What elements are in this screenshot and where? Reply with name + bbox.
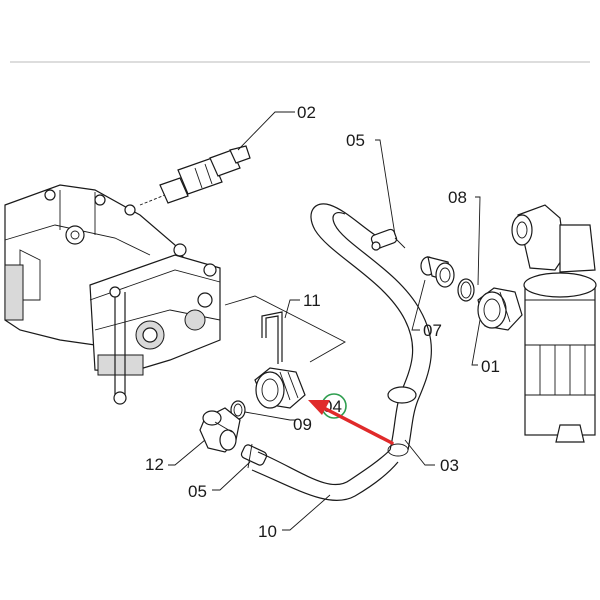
part-07-barbed-fitting xyxy=(420,256,455,288)
filter-housing xyxy=(511,204,597,443)
label-09: 09 xyxy=(293,415,312,434)
label-03: 03 xyxy=(440,456,459,475)
leader-lines xyxy=(168,111,481,531)
part-02-shaft xyxy=(139,145,251,206)
label-05-bottom: 05 xyxy=(188,482,207,501)
part-01-union-nut xyxy=(477,287,523,331)
label-12: 12 xyxy=(145,455,164,474)
label-11: 11 xyxy=(303,291,321,310)
part-12-elbow-fitting xyxy=(199,407,241,453)
part-08-o-ring xyxy=(457,278,475,302)
part-10-lower-hose xyxy=(251,449,399,501)
part-05-top-clamp xyxy=(370,228,406,251)
label-10: 10 xyxy=(258,522,277,541)
label-05-top: 05 xyxy=(346,131,365,150)
label-02: 02 xyxy=(297,103,316,122)
pump-body xyxy=(4,184,221,405)
part-04-connector-nut xyxy=(254,367,306,409)
part-03-main-hose xyxy=(310,203,432,457)
part-05-bottom-clamp xyxy=(240,443,268,469)
label-08: 08 xyxy=(448,188,467,207)
red-arrow-icon xyxy=(308,400,394,445)
label-07: 07 xyxy=(423,321,442,340)
part-11-clip xyxy=(224,295,346,364)
label-01: 01 xyxy=(481,357,500,376)
